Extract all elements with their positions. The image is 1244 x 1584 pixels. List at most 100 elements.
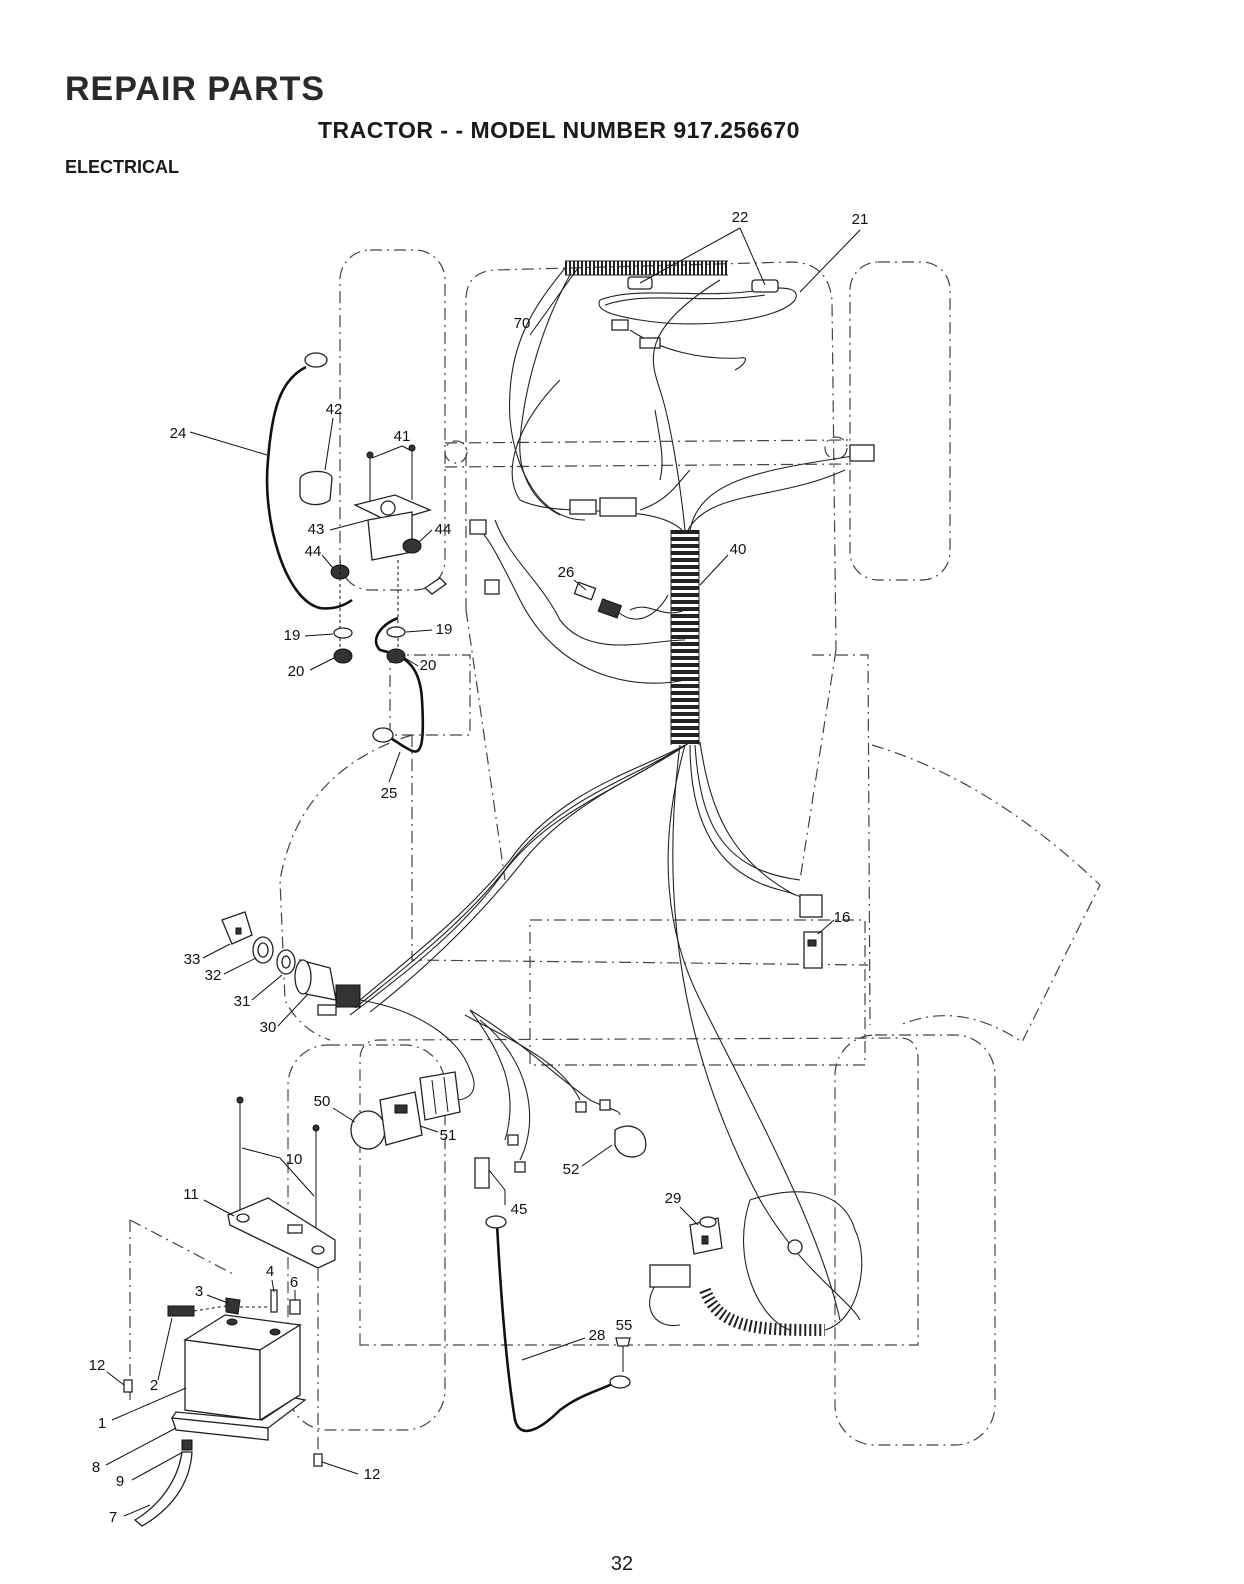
lamp-52 — [614, 1125, 647, 1158]
callout-12-right: 12 — [364, 1466, 381, 1483]
ring-terminal-24 — [304, 352, 328, 368]
model-number-heading: TRACTOR - - MODEL NUMBER 917.256670 — [318, 117, 800, 143]
ring-terminal-25 — [372, 727, 394, 743]
fitting-9 — [181, 1439, 193, 1451]
switch-51 — [379, 1091, 423, 1146]
callout-70: 70 — [514, 315, 531, 332]
callout-8: 8 — [92, 1459, 100, 1476]
leader-lines — [105, 227, 861, 1517]
pto-connector — [649, 1264, 691, 1288]
knob-50 — [350, 1110, 386, 1150]
connector-16 — [799, 894, 823, 969]
main-wiring-harness — [349, 267, 875, 1321]
callout-44-right: 44 — [435, 521, 452, 538]
lower-harness-coil — [649, 1191, 863, 1336]
page-number: 32 — [610, 1553, 634, 1575]
switch-50-51 — [350, 1071, 461, 1150]
bracket-45 — [474, 1157, 506, 1205]
section-heading: ELECTRICAL — [65, 157, 179, 177]
bolt-12-left — [123, 1379, 133, 1393]
battery-group — [123, 1096, 336, 1527]
callout-7: 7 — [109, 1509, 117, 1526]
headlight-bulb-right — [751, 279, 779, 293]
nut-20-left — [333, 648, 353, 664]
callout-9: 9 — [116, 1473, 124, 1490]
callout-22: 22 — [732, 209, 749, 226]
callout-25: 25 — [381, 785, 398, 802]
headlight-connector — [611, 319, 629, 331]
bolt-4 — [270, 1289, 278, 1313]
harness-coil-40 — [670, 530, 700, 745]
washer-19-right — [386, 626, 406, 638]
headlight-connector-2 — [639, 337, 661, 349]
left-fender-outline — [279, 734, 413, 1041]
ring-terminal-28a — [485, 1215, 507, 1229]
battery-mount-outline — [129, 1219, 319, 1460]
frame-left-rail — [465, 609, 506, 881]
callout-31: 31 — [234, 993, 251, 1010]
callout-52: 52 — [563, 1161, 580, 1178]
callout-19-left: 19 — [284, 627, 301, 644]
callout-50: 50 — [314, 1093, 331, 1110]
callout-26: 26 — [558, 564, 575, 581]
callout-55: 55 — [616, 1317, 633, 1334]
harness-connector-right — [849, 444, 875, 462]
ground-cable-24 — [265, 352, 353, 610]
callout-30: 30 — [260, 1019, 277, 1036]
harness-connector-dash — [469, 519, 487, 535]
solenoid-assembly — [299, 444, 448, 664]
rear-right-wheel-outline — [834, 1034, 996, 1446]
hold-down-11 — [227, 1197, 336, 1269]
harness-connector-upper — [599, 497, 637, 517]
axle-pivot-left — [444, 440, 468, 464]
front-left-wheel-outline — [339, 249, 446, 591]
frame-right-rail — [799, 649, 837, 881]
switch-29 — [689, 1216, 723, 1255]
nut-20-right — [386, 648, 406, 664]
callout-2: 2 — [150, 1377, 158, 1394]
callout-12-left: 12 — [89, 1357, 106, 1374]
nut-44-right — [402, 538, 422, 554]
screw-55 — [615, 1337, 631, 1372]
ignition-connector — [335, 984, 361, 1008]
callout-20-left: 20 — [288, 663, 305, 680]
callout-3: 3 — [195, 1283, 203, 1300]
callout-45: 45 — [511, 1201, 528, 1218]
callout-41: 41 — [394, 428, 411, 445]
callout-29: 29 — [665, 1190, 682, 1207]
callout-42: 42 — [326, 401, 343, 418]
callout-10: 10 — [286, 1151, 303, 1168]
dash-panel-outline — [389, 654, 471, 736]
callout-24: 24 — [170, 425, 187, 442]
callout-19-right: 19 — [436, 621, 453, 638]
headlight-harness — [598, 276, 797, 371]
page-title: REPAIR PARTS — [65, 70, 326, 108]
callout-28: 28 — [589, 1327, 606, 1344]
callout-16: 16 — [834, 909, 851, 926]
tractor-outline — [129, 249, 1101, 1460]
connector-26 — [573, 581, 669, 620]
connector-16-plug — [803, 931, 823, 969]
battery-side — [259, 1323, 301, 1422]
callout-1: 1 — [98, 1415, 106, 1432]
callout-6: 6 — [290, 1274, 298, 1291]
ground-ring-rear — [787, 1239, 803, 1255]
harness-coil-70 — [565, 260, 728, 276]
cable-25 — [372, 616, 425, 753]
hood-outline — [465, 261, 837, 651]
nut-6 — [289, 1299, 301, 1315]
terminal-boot-42 — [299, 470, 333, 506]
rear-frame-outline — [359, 1037, 919, 1346]
callout-40: 40 — [730, 541, 747, 558]
callout-43: 43 — [308, 521, 325, 538]
harness-connector-dash-2 — [484, 579, 500, 595]
callout-32: 32 — [205, 967, 222, 984]
hose-7 — [133, 1451, 193, 1527]
callout-20-right: 20 — [420, 657, 437, 674]
callout-33: 33 — [184, 951, 201, 968]
seat-deck-line — [411, 735, 869, 966]
ignition-switch-group — [221, 911, 361, 1016]
callout-21: 21 — [852, 211, 869, 228]
battery-cable-28 — [485, 1215, 631, 1433]
